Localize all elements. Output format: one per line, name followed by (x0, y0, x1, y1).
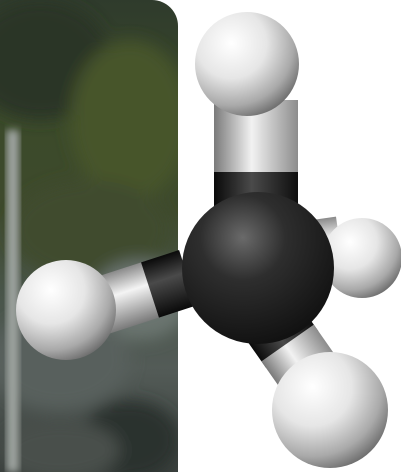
carbon-atom (182, 192, 334, 344)
hydrogen-atom-left (16, 260, 116, 360)
hydrogen-atom-top (195, 12, 299, 116)
hydrogen-atom-bottom-right (272, 352, 388, 468)
blurred-pole (6, 130, 20, 472)
